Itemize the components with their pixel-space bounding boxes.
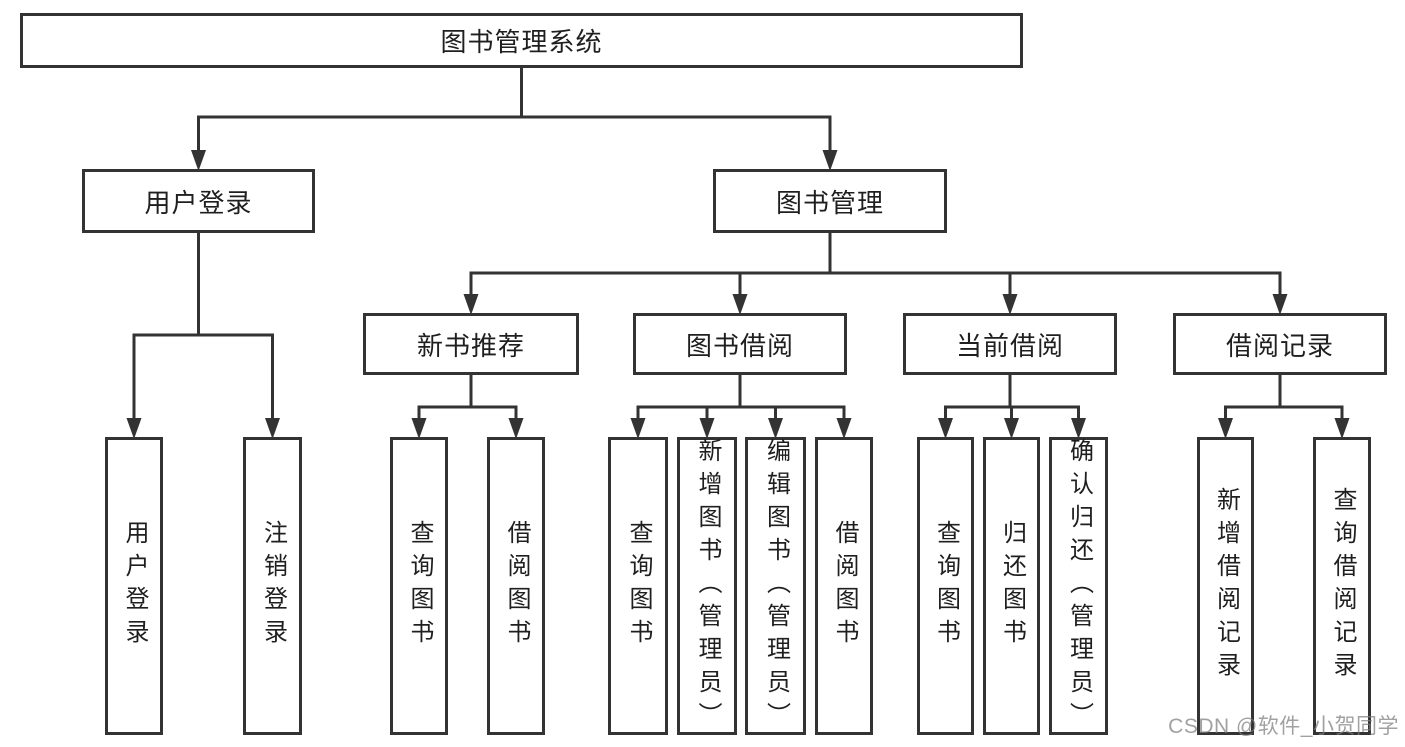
node-book-borrow: 图书借阅: [633, 313, 847, 375]
node-leaf-logout: 注销登录: [243, 437, 302, 735]
node-label-leaf-br-query: 查询借阅记录: [1329, 487, 1356, 685]
arrowhead-icon: [191, 150, 206, 171]
node-leaf-bb-query: 查询图书: [608, 437, 668, 735]
node-label-borrow-records: 借阅记录: [1225, 330, 1334, 361]
node-label-leaf-br-add: 新增借阅记录: [1212, 487, 1240, 685]
node-leaf-br-add: 新增借阅记录: [1197, 437, 1254, 735]
arrowhead-icon: [1004, 418, 1019, 439]
node-leaf-user-login: 用户登录: [105, 437, 163, 735]
node-label-leaf-user-login: 用户登录: [121, 520, 148, 652]
node-root: 图书管理系统: [20, 13, 1023, 68]
arrowhead-icon: [1002, 294, 1018, 315]
arrowhead-icon: [630, 418, 646, 439]
arrowhead-icon: [1071, 418, 1086, 439]
node-leaf-bb-edit: 编辑图书（管理员）: [745, 437, 806, 735]
node-label-leaf-cb-return: 归还图书: [998, 520, 1026, 652]
arrowhead-icon: [699, 418, 715, 439]
node-label-leaf-bb-borrow: 借阅图书: [831, 520, 858, 652]
node-label-new-books: 新书推荐: [416, 330, 525, 361]
node-leaf-bb-add: 新增图书（管理员）: [677, 437, 737, 735]
arrowhead-icon: [265, 418, 280, 439]
arrowhead-icon: [1272, 294, 1288, 315]
node-label-leaf-bb-add: 新增图书（管理员）: [694, 437, 721, 735]
arrowhead-icon: [1218, 418, 1233, 439]
node-new-books: 新书推荐: [363, 313, 579, 375]
arrowhead-icon: [822, 150, 838, 171]
node-current-borrow: 当前借阅: [903, 313, 1117, 375]
node-leaf-nb-borrow: 借阅图书: [487, 437, 545, 735]
arrowhead-icon: [1334, 418, 1350, 439]
node-borrow-records: 借阅记录: [1173, 313, 1387, 375]
node-leaf-bb-borrow: 借阅图书: [815, 437, 873, 735]
arrowhead-icon: [126, 418, 142, 439]
node-leaf-cb-query: 查询图书: [917, 437, 974, 735]
node-leaf-nb-query: 查询图书: [390, 437, 448, 735]
node-leaf-cb-confirm: 确认归还（管理员）: [1049, 437, 1108, 735]
node-label-book-mgmt: 图书管理: [775, 187, 884, 218]
arrowhead-icon: [411, 418, 427, 439]
node-user-login: 用户登录: [82, 169, 315, 233]
node-label-leaf-bb-query: 查询图书: [625, 520, 652, 652]
node-label-leaf-cb-confirm: 确认归还（管理员）: [1065, 437, 1093, 735]
csdn-watermark: CSDN @软件_小贺同学: [1168, 715, 1399, 738]
node-label-leaf-bb-edit: 编辑图书（管理员）: [762, 437, 790, 735]
arrowhead-icon: [508, 418, 524, 439]
node-label-current-borrow: 当前借阅: [955, 330, 1064, 361]
arrowhead-icon: [768, 418, 783, 439]
node-book-mgmt: 图书管理: [713, 169, 947, 233]
node-label-leaf-cb-query: 查询图书: [932, 520, 960, 652]
node-leaf-cb-return: 归还图书: [983, 437, 1040, 735]
node-label-user-login: 用户登录: [144, 187, 253, 218]
arrowhead-icon: [732, 294, 748, 315]
node-leaf-br-query: 查询借阅记录: [1313, 437, 1371, 735]
node-label-root: 图书管理系统: [440, 27, 603, 57]
arrowhead-icon: [938, 418, 953, 439]
node-label-leaf-nb-query: 查询图书: [406, 520, 433, 652]
node-label-leaf-nb-borrow: 借阅图书: [503, 520, 530, 652]
arrowhead-icon: [463, 294, 479, 315]
node-label-leaf-logout: 注销登录: [259, 520, 287, 652]
arrowhead-icon: [836, 418, 852, 439]
node-label-book-borrow: 图书借阅: [685, 330, 794, 361]
